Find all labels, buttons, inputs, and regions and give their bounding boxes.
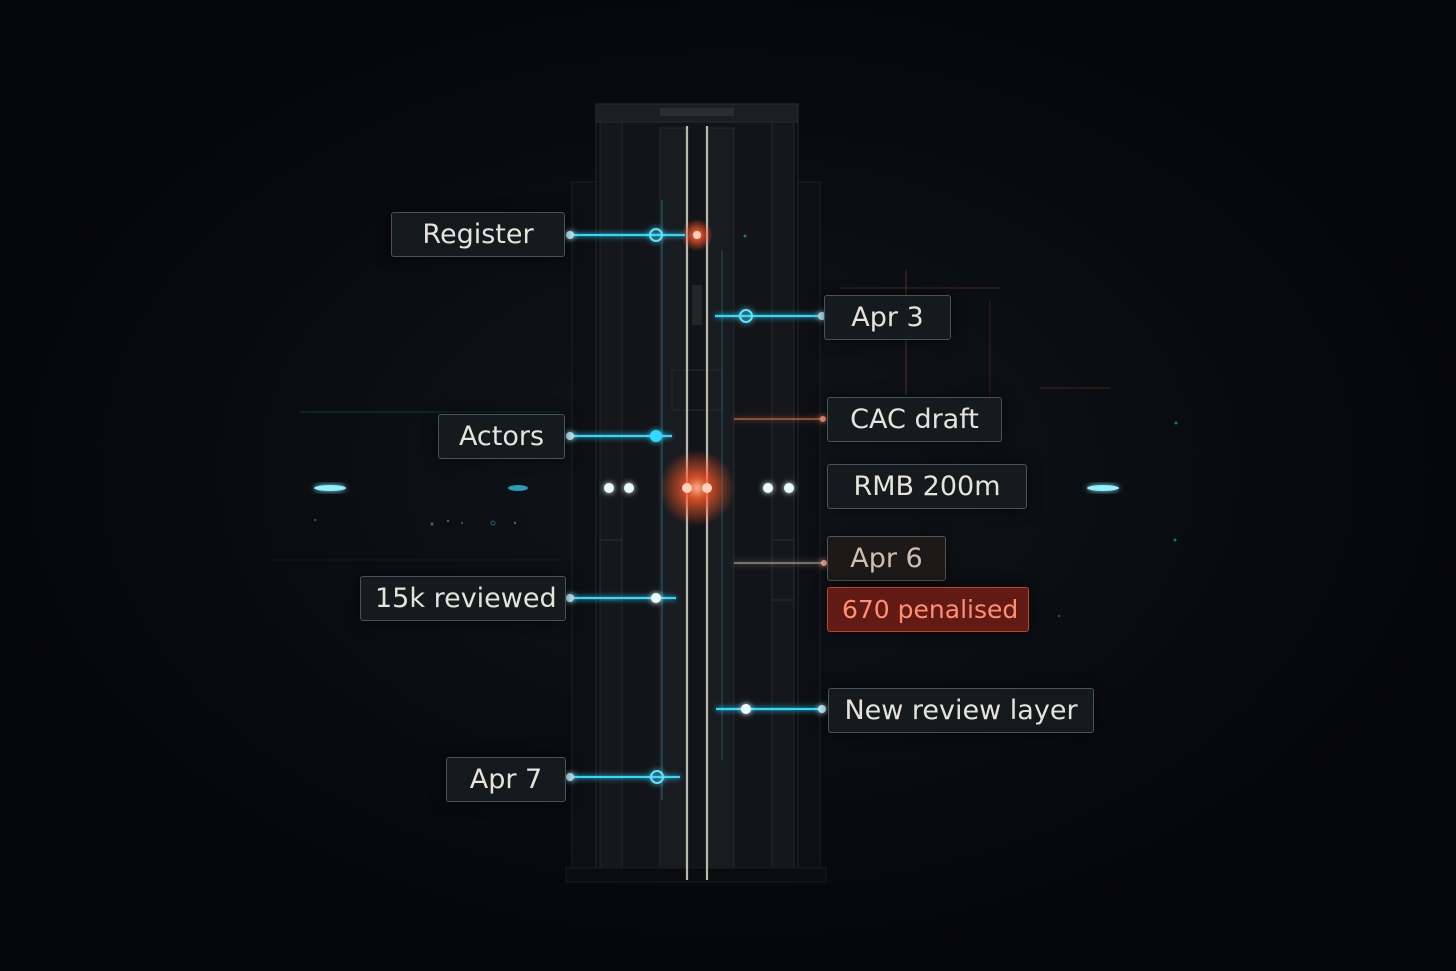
label-apr-3: Apr 3: [824, 295, 951, 340]
core-node-right: [702, 483, 712, 493]
core-glow: [659, 450, 735, 526]
label-rmb-200m: RMB 200m: [827, 464, 1027, 509]
label-cac-draft: CAC draft: [827, 397, 1002, 442]
beam-flare-left: [314, 485, 346, 491]
label-actors: Actors: [438, 414, 565, 459]
beam-flare-left-inner: [508, 485, 528, 491]
label-apr-7: Apr 7: [446, 757, 566, 802]
label-new-review-layer: New review layer: [828, 688, 1094, 733]
core-node-left: [682, 483, 692, 493]
label-15k-reviewed: 15k reviewed: [360, 576, 566, 621]
label-register: Register: [391, 212, 565, 257]
label-apr-6: Apr 6: [827, 536, 946, 581]
beam-flare-right: [1087, 485, 1119, 491]
connector-nodes: [566, 228, 827, 784]
register-core-node: [693, 231, 701, 239]
particles: [314, 234, 1178, 617]
label-670-penalised: 670 penalised: [827, 587, 1029, 632]
